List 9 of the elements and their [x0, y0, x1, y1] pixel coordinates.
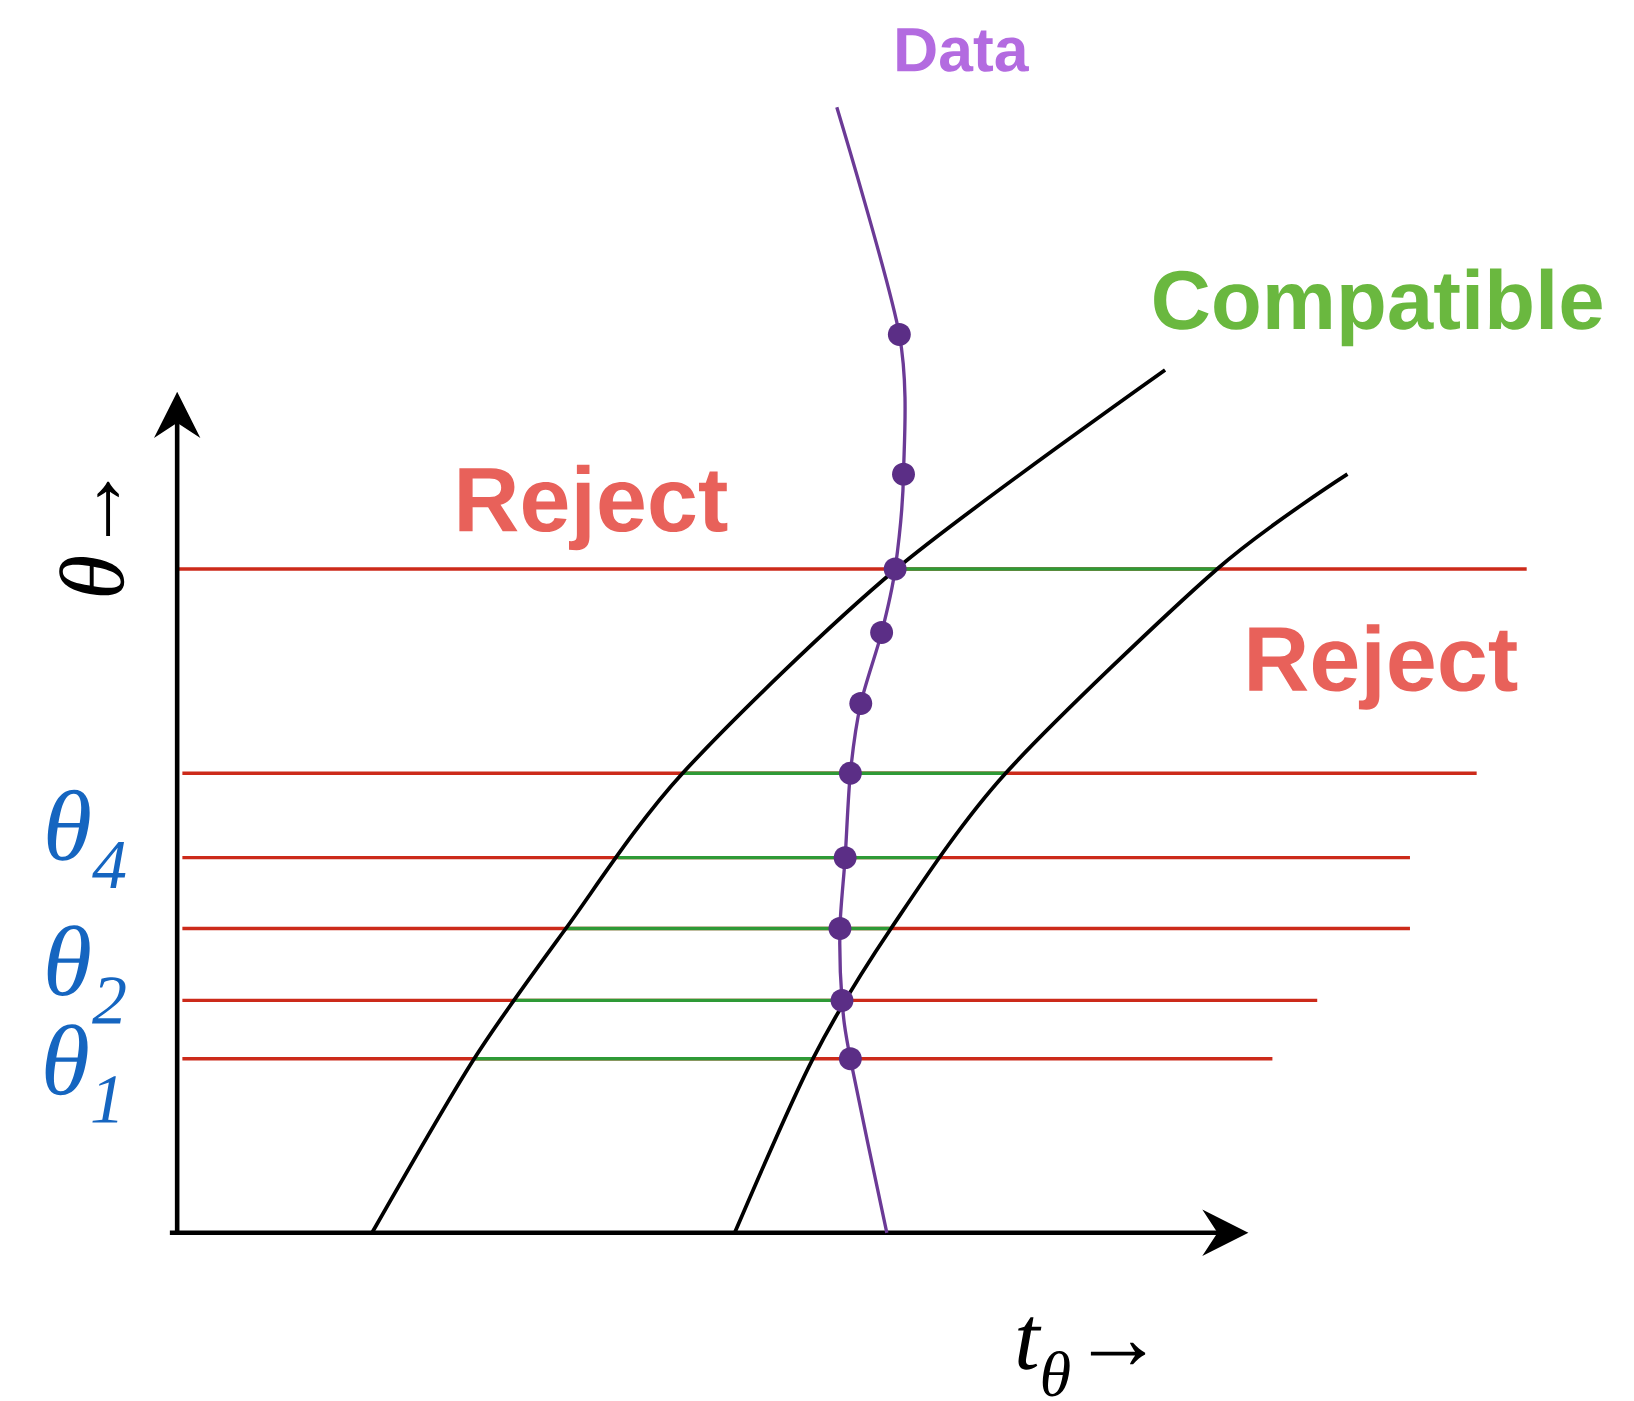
region-label: Reject [459, 465, 728, 551]
region-label: Compatible [1154, 268, 1602, 347]
axis-label: θ$_{2}$ [47, 925, 126, 1024]
region-label: Data [897, 28, 1029, 73]
region-label: Reject [1249, 624, 1518, 710]
axis-label: θ$_{1}$ [45, 1024, 118, 1123]
axis-label: θ→ [59, 482, 125, 596]
axis-label: θ$_{4}$ [47, 790, 126, 889]
axis-label: t$_{θ}$→ [1018, 1317, 1146, 1397]
